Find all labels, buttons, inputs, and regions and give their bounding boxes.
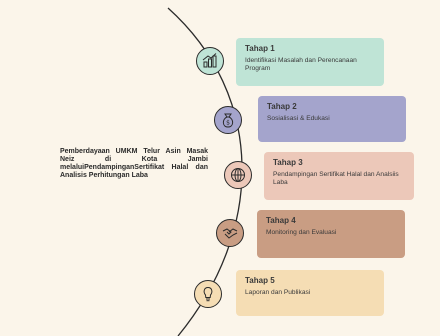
step-4-label: Tahap 4 [266,216,296,225]
diagram-title: Pemberdayaan UMKM Telur Asin Masak Neiz … [60,148,208,179]
step-2-description: Sosialisasi & Edukasi [267,115,330,122]
step-1-description: Identifikasi Masalah dan Perencanaan Pro… [245,57,357,73]
step-1-circle [196,47,224,75]
step-1-card: Tahap 1 Identifikasi Masalah dan Perenca… [236,38,384,86]
step-3-label: Tahap 3 [273,158,303,167]
step-5-card: Tahap 5 Laporan dan Publikasi [236,270,384,316]
step-2-card: Tahap 2 Sosialisasi & Edukasi [258,96,406,142]
globe-icon [231,168,245,182]
step-5-description: Laporan dan Publikasi [245,289,311,296]
step-2-label: Tahap 2 [267,102,297,111]
step-3-description: Pendampingan Sertifikat Halal dan Analsi… [273,171,399,187]
step-1-label: Tahap 1 [245,44,275,53]
lightbulb-icon [203,286,213,302]
step-3-card: Tahap 3 Pendampingan Sertifikat Halal da… [264,152,414,200]
step-4-description: Monitoring dan Evaluasi [266,229,337,236]
step-4-card: Tahap 4 Monitoring dan Evaluasi [257,210,405,258]
handshake-icon [222,228,238,239]
step-4-circle [216,219,244,247]
step-5-circle [194,280,222,308]
step-2-circle: $ [214,106,242,134]
growth-chart-icon [202,53,217,68]
svg-text:$: $ [226,120,230,127]
step-5-label: Tahap 5 [245,276,275,285]
step-3-circle [224,161,252,189]
money-bag-icon: $ [222,113,234,128]
